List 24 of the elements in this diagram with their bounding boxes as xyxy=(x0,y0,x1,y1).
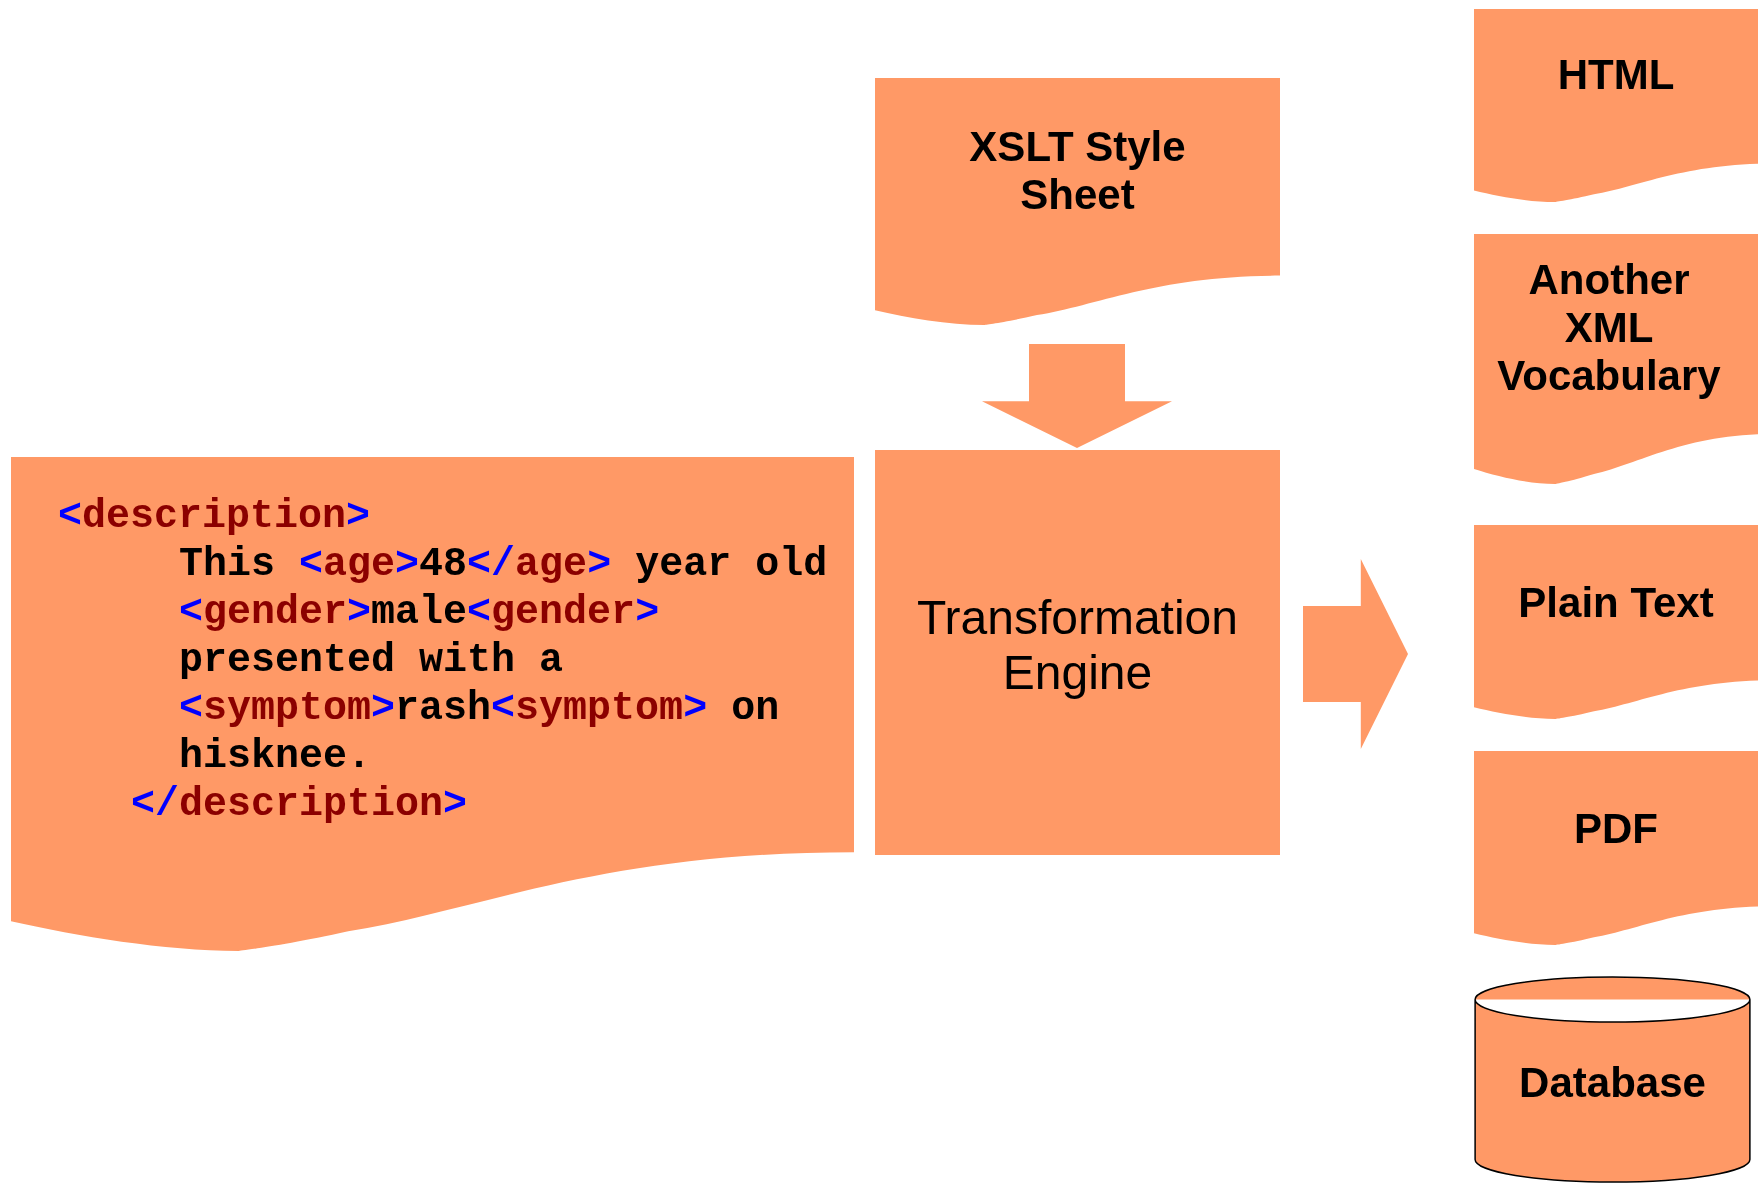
code-line: </description> xyxy=(131,781,468,829)
document-shape xyxy=(1474,525,1758,719)
code-line: This <age>48</age> year old xyxy=(179,541,828,589)
document-shape xyxy=(1474,234,1758,484)
node-label: Another XML Vocabulary xyxy=(1496,256,1722,400)
node-label: Plain Text xyxy=(1517,579,1715,627)
node-label: XSLT Style Sheet xyxy=(968,123,1187,219)
process-box xyxy=(875,450,1280,855)
code-line: <symptom>rash<symptom> on xyxy=(179,685,780,733)
block-arrow xyxy=(1303,559,1408,749)
code-line: hisknee. xyxy=(179,733,372,781)
code-line: <description> xyxy=(58,493,371,541)
node-label: Database xyxy=(1518,1059,1707,1107)
code-line: <gender>male<gender> xyxy=(179,589,660,637)
database-cylinder xyxy=(1474,977,1751,1182)
node-label: Transformation Engine xyxy=(916,590,1239,700)
node-label: PDF xyxy=(1573,805,1659,853)
document-shape xyxy=(11,457,854,951)
code-line: presented with a xyxy=(179,637,564,685)
block-arrow xyxy=(982,344,1172,448)
document-shape xyxy=(1474,751,1758,945)
document-shape xyxy=(875,78,1280,325)
node-label: HTML xyxy=(1556,51,1676,99)
document-shape xyxy=(1474,9,1758,202)
